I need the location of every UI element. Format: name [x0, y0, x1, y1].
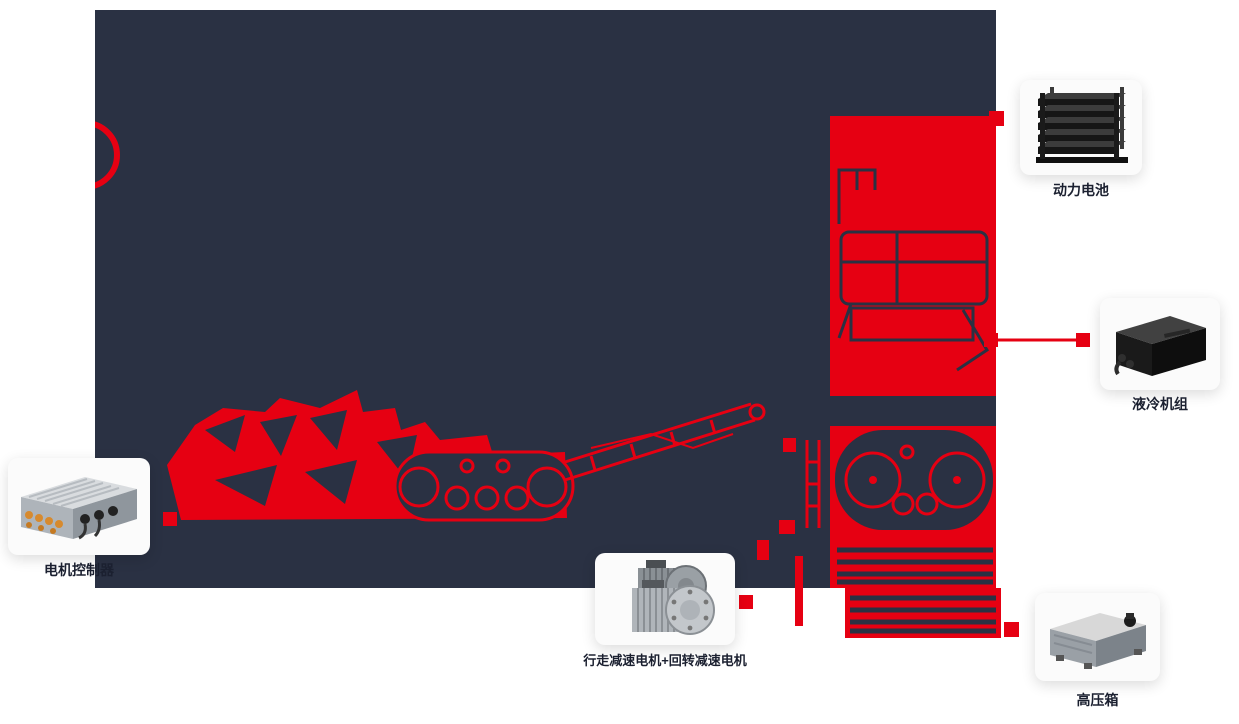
battery-card — [1020, 80, 1142, 175]
hv-box-card — [1035, 593, 1160, 681]
hv-box-label: 高压箱 — [1076, 692, 1119, 708]
machine-panel — [95, 10, 996, 588]
arc-decoration — [95, 121, 120, 189]
cooling-card — [1100, 298, 1220, 390]
high-voltage-box-image — [1049, 613, 1146, 669]
motor-controller-image — [21, 476, 137, 539]
motors-card — [595, 553, 735, 645]
liquid-cooling-unit-image — [1114, 316, 1206, 376]
left-machine-silhouette — [167, 390, 766, 522]
excavator-band — [830, 116, 996, 588]
hv-box-connector-marker — [1004, 622, 1019, 637]
motors-connector-marker — [739, 595, 753, 609]
controller-label: 电机控制器 — [44, 562, 114, 578]
drive-and-swing-motors-image — [632, 560, 715, 635]
controller-card — [8, 458, 150, 555]
battery-pack-image — [1036, 87, 1128, 163]
cooling-label: 液冷机组 — [1132, 396, 1188, 412]
battery-label: 动力电池 — [1053, 182, 1109, 198]
machine-illustration — [95, 116, 996, 588]
motors-label: 行走减速电机+回转减速电机 — [583, 653, 747, 668]
ladder-lines — [783, 438, 821, 528]
cooling-connector-line — [984, 333, 1090, 347]
